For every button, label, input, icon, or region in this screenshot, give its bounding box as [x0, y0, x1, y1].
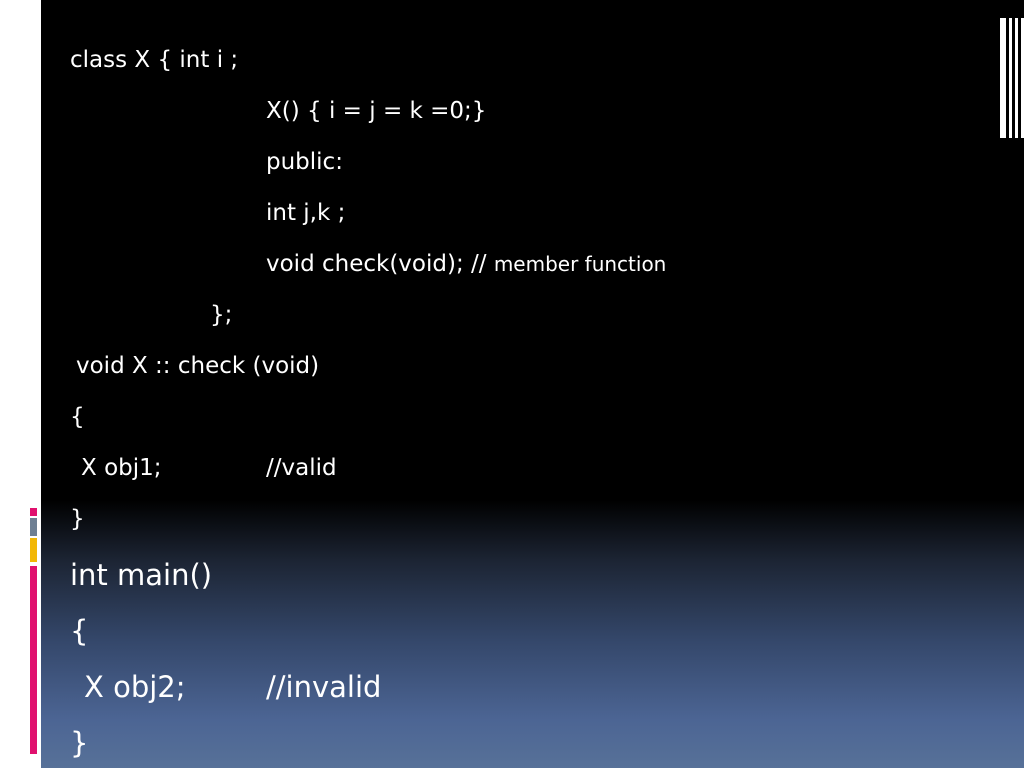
code-line-1: class X { int i ;: [70, 47, 239, 73]
code-line-2: X() { i = j = k =0;}: [266, 98, 487, 124]
code-line-3: public:: [266, 149, 343, 175]
code-line-12: {: [70, 614, 89, 648]
right-stripe-2: [1012, 18, 1015, 138]
code-line-7: void X :: check (void): [76, 353, 320, 379]
code-line-5-code: void check(void); //: [266, 251, 494, 277]
right-stripe-3: [1018, 18, 1021, 138]
code-line-10: }: [70, 506, 85, 532]
right-stripe-1: [1006, 18, 1009, 138]
code-line-4: int j,k ;: [266, 200, 346, 226]
accent-bar-yellow: [30, 538, 37, 562]
code-line-14: }: [70, 726, 89, 760]
code-line-13-comment: //invalid: [266, 670, 382, 704]
code-line-5-comment: member function: [493, 252, 667, 276]
code-line-11: int main(): [70, 558, 213, 592]
code-line-5: void check(void); // member function: [266, 253, 666, 276]
code-line-6: };: [210, 302, 233, 328]
accent-bar-pink: [30, 566, 37, 754]
code-line-8: {: [70, 404, 85, 430]
right-decoration: [1000, 18, 1024, 138]
accent-bar-gray: [30, 518, 37, 536]
code-line-9: X obj1;: [81, 455, 162, 481]
slide-canvas: class X { int i ; X() { i = j = k =0;} p…: [41, 0, 1024, 768]
code-line-13: X obj2;: [84, 670, 186, 704]
code-line-9-comment: //valid: [266, 455, 337, 481]
accent-bar-pink-top: [30, 508, 37, 516]
